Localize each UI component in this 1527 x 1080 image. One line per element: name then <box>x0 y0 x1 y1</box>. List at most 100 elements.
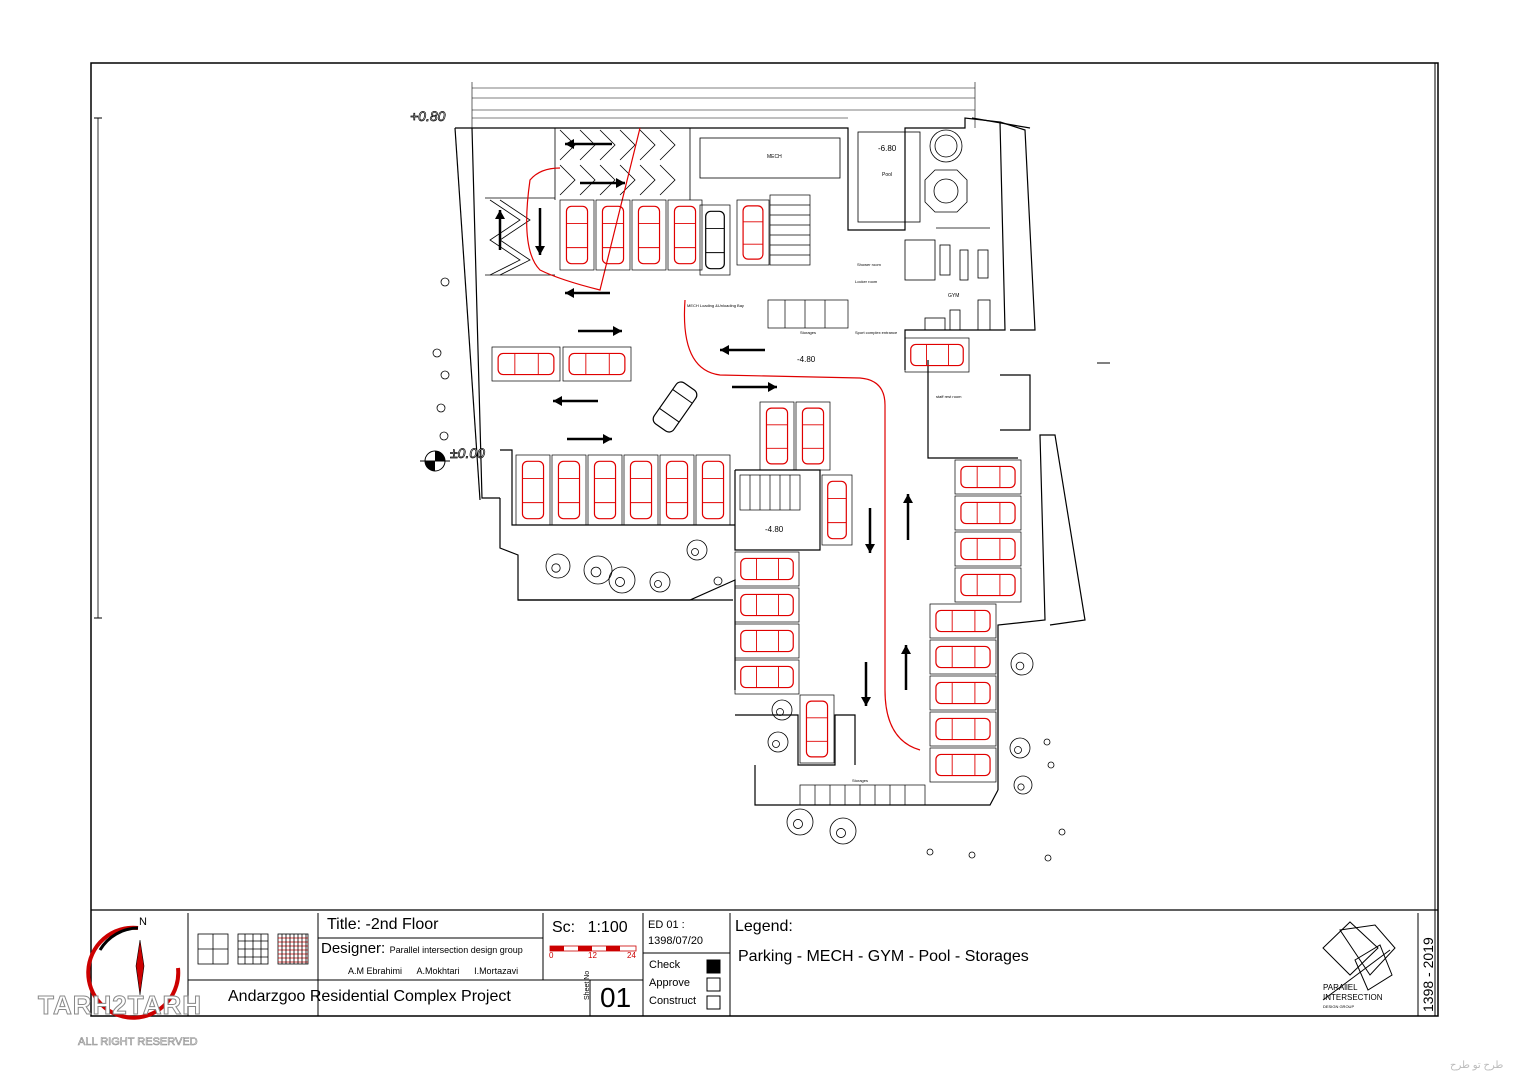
tree-17 <box>713 576 723 586</box>
level-left-label: ±0.00 <box>450 445 485 461</box>
scale-tick-24: 24 <box>627 951 636 960</box>
designer-name-2: A.Mokhtari <box>416 966 460 976</box>
dimension-lines-top <box>471 82 976 128</box>
traffic-arrow-1 <box>580 178 625 188</box>
parking-space-left-0 <box>491 346 561 382</box>
tree-16 <box>439 431 449 441</box>
parking-space-entrance <box>904 337 970 373</box>
ramp-chevrons <box>485 128 691 276</box>
tree-18 <box>926 848 934 856</box>
tree-13 <box>432 348 442 358</box>
scale-bar <box>549 945 637 952</box>
tree-11 <box>1013 775 1033 795</box>
tree-21 <box>1058 828 1066 836</box>
legend-text: Parking - MECH - GYM - Pool - Storages <box>738 948 1029 965</box>
tree-9 <box>1010 652 1034 676</box>
tree-14 <box>440 370 450 380</box>
title-prefix: Title: <box>327 916 362 933</box>
status-construct-label: Construct <box>649 995 697 1007</box>
parking-space-right-0 <box>954 459 1022 495</box>
parking-bays <box>491 199 1022 783</box>
parking-space-top-0 <box>559 199 595 271</box>
parking-space-right-1 <box>954 495 1022 531</box>
designer-field: Designer: Parallel intersection design g… <box>321 940 523 958</box>
project-name: Andarzgoo Residential Complex Project <box>228 988 511 1005</box>
pool-label: Pool <box>882 172 892 178</box>
parking-space-col-a-1 <box>734 587 800 623</box>
stairs <box>739 194 926 806</box>
traffic-arrow-6 <box>720 345 765 355</box>
watermark-brand: TARH2TARH <box>37 990 203 1021</box>
parking-space-row-5 <box>695 454 731 526</box>
tree-19 <box>968 851 976 859</box>
parking-space-lower-4 <box>929 747 997 783</box>
parking-space-col-b <box>799 694 835 764</box>
parking-space-row-0 <box>515 454 551 526</box>
traffic-arrow-8 <box>553 396 598 406</box>
status-approve-label: Approve <box>649 977 690 989</box>
tree-1 <box>583 555 613 585</box>
gym-label: GYM <box>948 293 959 299</box>
drive-path-ramp <box>526 127 641 291</box>
gym-equipment <box>904 227 991 331</box>
parking-space-left-1 <box>562 346 632 382</box>
corner-watermark: طرح تو طرح <box>1450 1060 1504 1071</box>
drive-path-main <box>683 299 921 751</box>
logo-line-1: PARAllEL <box>1323 983 1358 992</box>
firm-logo-icon <box>1322 921 1396 1001</box>
tree-12 <box>440 277 450 287</box>
title-field: Title: -2nd Floor <box>327 916 438 934</box>
north-label: N <box>139 916 147 928</box>
edition-label: ED 01 : <box>648 919 685 931</box>
parking-space-lower-3 <box>929 711 997 747</box>
level-marker-icon <box>420 450 450 472</box>
traffic-arrow-2 <box>535 208 545 255</box>
traffic-arrow-11 <box>903 494 913 540</box>
tree-0 <box>545 553 571 579</box>
status-check-label: Check <box>649 959 681 971</box>
traffic-arrow-7 <box>732 382 777 392</box>
tree-2 <box>608 566 636 594</box>
parking-space-lower-1 <box>929 639 997 675</box>
tree-23 <box>1047 761 1055 769</box>
parking-space-col-a-2 <box>734 623 800 659</box>
parking-space-top-1 <box>595 199 631 271</box>
storages-label-top: Storages <box>800 330 816 335</box>
parking-space-row-1 <box>551 454 587 526</box>
parking-space-mid-1 <box>795 401 831 471</box>
scale-prefix: Sc: <box>552 919 576 936</box>
traffic-arrow-4 <box>565 288 610 298</box>
parking-space-row-4 <box>659 454 695 526</box>
parking-space-top-2 <box>631 199 667 271</box>
parking-space-col-a-3 <box>734 659 800 695</box>
maneuvering-car <box>652 381 698 433</box>
scale-tick-12: 12 <box>588 951 597 960</box>
tree-7 <box>786 808 814 836</box>
check-box <box>706 959 721 974</box>
shower-label: Shower room <box>857 262 881 267</box>
sheet-title: -2nd Floor <box>365 916 439 933</box>
tree-5 <box>771 699 793 721</box>
tree-8 <box>829 817 857 845</box>
parking-space-right-3 <box>954 567 1022 603</box>
locker-label: Locker room <box>855 279 878 284</box>
loading-bay-label: MECH Loading &Unloading Bay <box>687 303 744 308</box>
designer-names: A.M Ebrahimi A.Mokhtari I.Mortazavi <box>348 966 518 976</box>
pool-area <box>699 129 968 223</box>
years-label: 1398 - 2019 <box>1420 937 1436 1012</box>
traffic-arrow-13 <box>901 645 911 690</box>
parking-space-row-3 <box>623 454 659 526</box>
storages-label-bottom: Storages <box>852 778 868 783</box>
parking-space-col-a-0 <box>734 551 800 587</box>
mech-label: MECH <box>767 154 782 160</box>
parking-space-top-3 <box>667 199 703 271</box>
tree-20 <box>1044 854 1052 862</box>
legend-title: Legend: <box>735 918 793 935</box>
sheet-number: 01 <box>600 982 632 1013</box>
scale-tick-0: 0 <box>549 951 554 960</box>
traffic-arrow-10 <box>865 508 875 553</box>
traffic-arrow-9 <box>567 434 612 444</box>
scale-value: 1:100 <box>587 919 628 936</box>
designer-name-3: I.Mortazavi <box>474 966 519 976</box>
